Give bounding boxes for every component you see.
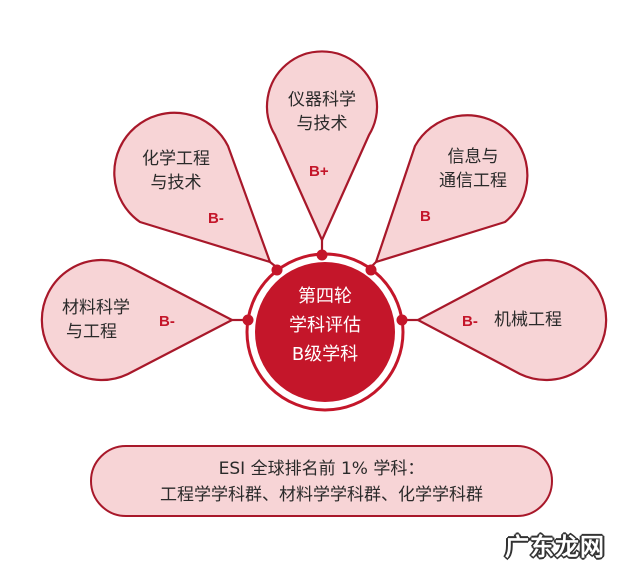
petal-upper-right-line1: 信息与 [447,147,499,167]
connector-dot-left [242,314,254,326]
petal-top-line2: 与技术 [296,114,348,134]
esi-line1: ESI 全球排名前 1% 学科： [218,459,425,479]
petal-upper-right-line2: 通信工程 [439,171,507,191]
center-line1: 第四轮 [298,286,352,307]
petal-upper-left-grade: B- [208,210,224,227]
petal-upper-right-shape [374,114,529,264]
petal-upper-right-label: 信息与 通信工程 [428,145,518,193]
petal-top-grade: B+ [309,163,329,180]
connector-dot-right [396,314,408,326]
petal-upper-left-line2: 与技术 [150,173,202,193]
esi-line2: 工程学学科群、材料学学科群、化学学科群 [160,485,483,505]
petal-upper-left-shape [113,111,272,264]
petal-upper-left-label: 化学工程 与技术 [128,147,224,195]
connector-dot-top [316,249,328,261]
petal-upper-left-line1: 化学工程 [142,149,210,169]
petal-right-shape [416,258,608,382]
petal-left-line2: 与工程 [66,322,117,342]
watermark: 广东龙网 [505,533,605,561]
petal-left-label: 材料科学 与工程 [62,296,150,344]
esi-ranking-box: ESI 全球排名前 1% 学科： 工程学学科群、材料学学科群、化学学科群 [90,445,553,517]
petal-upper-right-grade: B [420,208,431,225]
center-inner-disc [255,262,395,402]
petal-left-grade: B- [159,313,175,330]
center-label: 第四轮 学科评估 B级学科 [255,282,395,369]
petal-top-label: 仪器科学 与技术 [276,88,368,136]
petal-top-shape [265,50,379,242]
center-line3: B级学科 [291,344,359,365]
connector-dot-upper-right [365,264,377,276]
petal-right-grade: B- [462,313,478,330]
petal-right-label: 机械工程 [494,308,584,332]
connector-dot-upper-left [271,264,283,276]
petal-left-shape [40,258,234,382]
petal-right-line1: 机械工程 [494,310,562,330]
petal-left-line1: 材料科学 [62,298,130,318]
center-line2: 学科评估 [289,315,361,336]
petal-top-line1: 仪器科学 [288,90,356,110]
